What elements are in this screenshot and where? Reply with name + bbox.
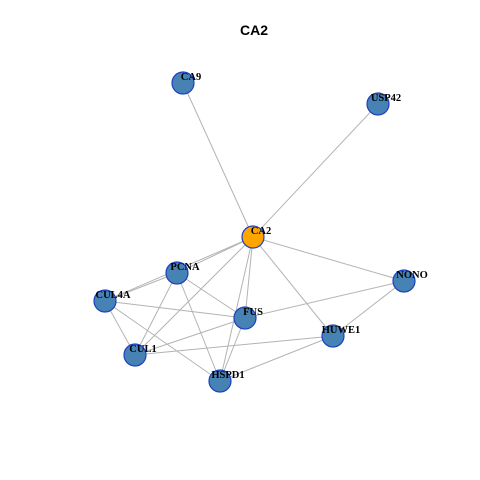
node-label-ca9: CA9 (181, 72, 201, 83)
edge-cul1-huwe1 (134, 335, 334, 356)
edge-cul4a-hspd1 (104, 300, 221, 382)
edge-hspd1-huwe1 (219, 335, 334, 382)
node-circle-nono (392, 269, 416, 293)
node-circle-cul1 (123, 343, 147, 367)
edge-pcna-hspd1 (176, 272, 221, 382)
node-circle-pcna (165, 261, 189, 285)
edge-pcna-fus (176, 272, 246, 319)
node-huwe1: HUWE1 (321, 324, 361, 348)
node-circle-ca2 (241, 225, 265, 249)
node-hspd1: HSPD1 (208, 369, 245, 393)
node-label-pcna: PCNA (170, 262, 200, 273)
edge-ca2-fus (244, 236, 254, 319)
node-circle-cul4a (93, 289, 117, 313)
node-label-fus: FUS (243, 307, 263, 318)
edge-ca2-nono (252, 236, 405, 282)
edge-fus-nono (244, 280, 405, 319)
node-label-huwe1: HUWE1 (322, 325, 361, 336)
node-pcna: PCNA (165, 261, 200, 285)
node-label-nono: NONO (396, 270, 428, 281)
node-label-usp42: USP42 (371, 93, 401, 104)
edge-ca2-cul1 (134, 236, 254, 356)
edge-ca2-hspd1 (219, 236, 254, 382)
node-ca2: CA2 (241, 225, 271, 249)
node-circle-usp42 (366, 92, 390, 116)
node-usp42: USP42 (366, 92, 401, 116)
node-nono: NONO (392, 269, 428, 293)
node-cul1: CUL1 (123, 343, 157, 367)
edge-ca2-usp42 (252, 103, 379, 238)
node-label-cul1: CUL1 (129, 344, 156, 355)
graph-title: CA2 (240, 22, 268, 38)
edge-pcna-cul1 (134, 272, 178, 356)
node-circle-hspd1 (208, 369, 232, 393)
node-circle-huwe1 (321, 324, 345, 348)
edge-ca2-huwe1 (252, 236, 334, 337)
node-label-ca2: CA2 (251, 226, 271, 237)
edge-huwe1-nono (332, 280, 405, 337)
node-fus: FUS (233, 306, 263, 330)
node-circle-ca9 (171, 71, 195, 95)
edge-pcna-cul4a (104, 272, 178, 302)
edge-fus-cul1 (134, 317, 246, 356)
node-cul4a: CUL4A (93, 289, 131, 313)
edges-layer (104, 82, 405, 382)
node-ca9: CA9 (171, 71, 201, 95)
node-label-hspd1: HSPD1 (211, 370, 244, 381)
node-label-cul4a: CUL4A (95, 290, 130, 301)
edge-ca2-ca9 (182, 82, 254, 238)
node-circle-fus (233, 306, 257, 330)
edge-cul4a-fus (104, 300, 246, 319)
